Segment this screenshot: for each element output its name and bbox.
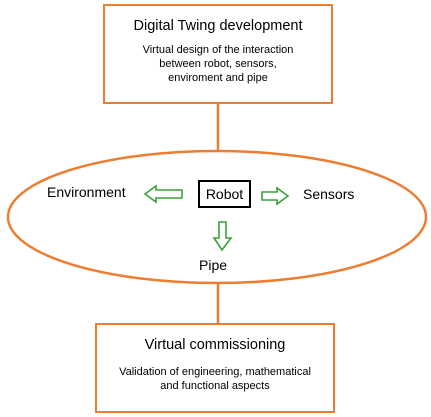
environment-label: Environment xyxy=(47,184,126,200)
digital-twin-title: Digital Twing development xyxy=(133,18,303,34)
sensors-label: Sensors xyxy=(303,186,355,202)
digital-twin-line-3: enviroment and pipe xyxy=(168,72,268,84)
robot-box: Robot xyxy=(198,180,251,208)
virtual-commissioning-line-1: Validation of engineering, mathematical xyxy=(119,366,311,378)
pipe-label: Pipe xyxy=(199,257,228,273)
virtual-commissioning-description: Validation of engineering, mathematical … xyxy=(97,365,333,393)
digital-twin-line-1: Virtual design of the interaction xyxy=(142,44,294,56)
digital-twin-line-2: between robot, sensors, xyxy=(159,58,277,70)
arrow-to-sensors xyxy=(261,186,290,206)
process-ellipse xyxy=(6,149,428,285)
virtual-commissioning-title: Virtual commissioning xyxy=(144,337,286,353)
arrow-to-environment xyxy=(143,184,183,204)
virtual-commissioning-box: Virtual commissioning Validation of engi… xyxy=(95,323,335,413)
arrow-to-pipe xyxy=(212,221,233,252)
digital-twin-description: Virtual design of the interaction betwee… xyxy=(105,43,331,85)
digital-twin-box: Digital Twing development Virtual design… xyxy=(103,4,333,104)
virtual-commissioning-line-2: and functional aspects xyxy=(160,380,270,392)
